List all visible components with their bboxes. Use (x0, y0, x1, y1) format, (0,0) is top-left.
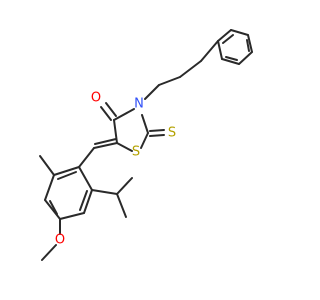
bond (78, 166, 93, 191)
atom-label-carbonyl-oxygen: O (91, 91, 101, 106)
bond-double (93, 142, 118, 149)
aryl-ring (44, 166, 93, 220)
bond (140, 132, 149, 149)
bond (44, 199, 61, 220)
bond-carbonyl (100, 106, 112, 121)
methylidene-bridge (78, 138, 118, 168)
bond (238, 51, 253, 65)
bond-double-inner (225, 56, 238, 61)
bond (230, 29, 249, 36)
propyl-chain (144, 40, 219, 100)
bond (116, 177, 133, 195)
bond-double-inner (49, 200, 58, 215)
atom-label-thione-sulfur: S (168, 126, 176, 141)
bond-methyl (39, 155, 55, 176)
bond (200, 40, 219, 62)
bond (247, 34, 253, 53)
bond (217, 40, 223, 60)
bond-double-inner (79, 190, 88, 211)
bond (116, 193, 127, 218)
bond-thione (149, 129, 165, 132)
bond (141, 114, 149, 134)
bond (179, 60, 202, 78)
bond-double (94, 138, 117, 145)
phenyl-ring (217, 29, 253, 65)
methoxy-group (41, 218, 61, 261)
bond (41, 244, 57, 261)
bond (158, 76, 181, 86)
bond-double-inner (246, 39, 250, 52)
bond (44, 174, 55, 201)
atom-label-methoxy-oxygen: O (55, 233, 65, 248)
atom-label-ring-nitrogen: N (134, 97, 144, 112)
isopropyl-group (91, 177, 133, 218)
bond (83, 189, 93, 214)
bond-double-inner (222, 34, 234, 44)
bond (116, 142, 133, 152)
bond (113, 108, 135, 121)
bond-carbonyl (105, 102, 117, 117)
bond (144, 84, 160, 100)
bond (221, 58, 240, 65)
bond-double-inner (57, 171, 77, 180)
thiazolidinone-ring (100, 102, 165, 152)
bond (53, 166, 80, 176)
bond (78, 147, 95, 168)
bond-thione (149, 134, 165, 137)
structure-canvas: O N S S O (39, 29, 253, 261)
atom-label-ring-sulfur: S (132, 145, 140, 160)
bond (217, 29, 232, 42)
bond (59, 212, 85, 220)
molecule-diagram: O N S S O (39, 29, 253, 261)
bond (91, 189, 118, 195)
